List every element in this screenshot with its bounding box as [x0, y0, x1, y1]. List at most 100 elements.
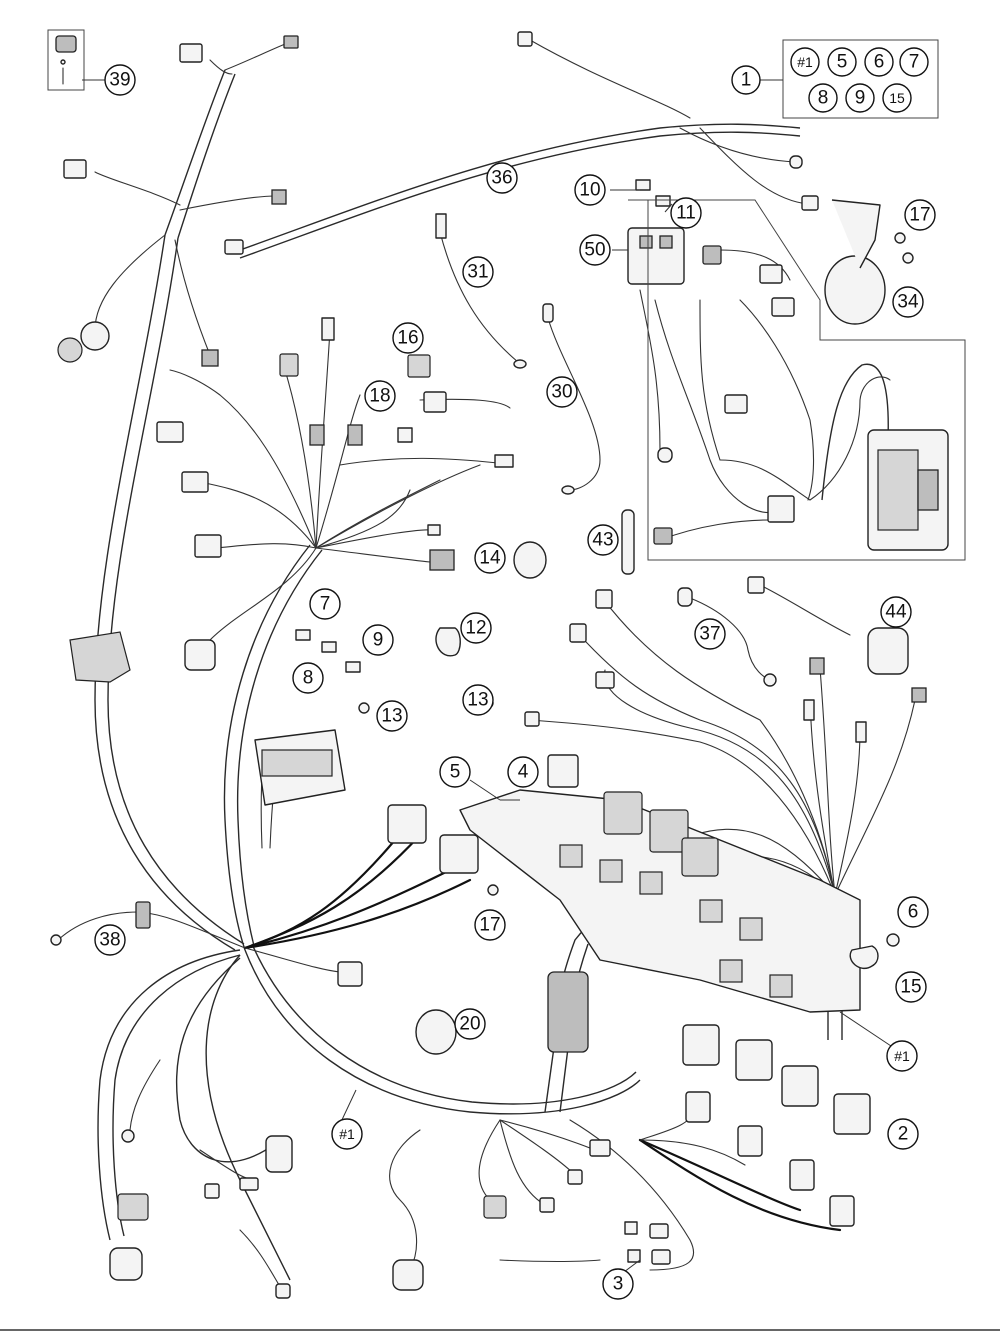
- connector-right-2: [649, 809, 689, 853]
- svg-text:34: 34: [897, 292, 919, 313]
- relay-d: [833, 1093, 871, 1135]
- callout-13-right: 13: [462, 684, 494, 716]
- svg-text:20: 20: [459, 1014, 480, 1035]
- kit-item-7: 7: [899, 47, 929, 77]
- callout-39: 39: [104, 64, 136, 96]
- svg-text:6: 6: [908, 902, 919, 923]
- kit-item-6: 6: [864, 47, 894, 77]
- svg-text:50: 50: [584, 240, 605, 261]
- svg-text:30: 30: [551, 382, 572, 403]
- kit-item-9: 9: [845, 83, 875, 113]
- svg-text:14: 14: [479, 548, 501, 569]
- svg-text:38: 38: [99, 930, 120, 951]
- kit-item-5: 5: [827, 47, 857, 77]
- svg-text:7: 7: [320, 594, 331, 615]
- kit-box: [760, 39, 939, 119]
- svg-text:8: 8: [818, 88, 829, 109]
- relay-c: [781, 1065, 819, 1107]
- svg-text:5: 5: [837, 52, 848, 73]
- kit-item-8: 8: [808, 83, 838, 113]
- svg-text:1: 1: [741, 70, 752, 91]
- relay-4: [547, 754, 579, 788]
- callout-8: 8: [292, 662, 324, 694]
- svg-text:4: 4: [518, 762, 529, 783]
- callout-h1-right: #1: [886, 1040, 918, 1072]
- connector-top-left: [179, 43, 203, 63]
- svg-text:3: 3: [613, 1274, 624, 1295]
- svg-text:18: 18: [369, 386, 390, 407]
- svg-text:13: 13: [381, 706, 402, 727]
- callout-9: 9: [362, 624, 394, 656]
- callout-10: 10: [574, 174, 606, 206]
- callout-11: 11: [670, 197, 702, 229]
- parts: [47, 29, 949, 1299]
- svg-text:5: 5: [450, 762, 461, 783]
- connector-bottom-center: [392, 1259, 424, 1291]
- svg-text:37: 37: [699, 624, 720, 645]
- callout-5: 5: [439, 756, 471, 788]
- callout-34: 34: [892, 286, 924, 318]
- connector-center-1: [387, 804, 427, 844]
- connector-right-3: [681, 837, 719, 877]
- callout-16: 16: [392, 322, 424, 354]
- callout-2: 2: [887, 1118, 919, 1150]
- callout-4: 4: [507, 756, 539, 788]
- connector-center-2: [439, 834, 479, 874]
- horn-34: [824, 255, 886, 325]
- relay-a: [682, 1024, 720, 1066]
- callout-12: 12: [460, 612, 492, 644]
- fuse-box-50: [627, 227, 685, 285]
- callout-30: 30: [546, 376, 578, 408]
- kit-item-h1: #1: [790, 47, 820, 77]
- kit-item-15: 15: [882, 83, 912, 113]
- svg-text:2: 2: [898, 1124, 909, 1145]
- callout-6: 6: [897, 896, 929, 928]
- svg-text:12: 12: [465, 618, 486, 639]
- svg-text:43: 43: [592, 530, 613, 551]
- svg-text:16: 16: [397, 328, 418, 349]
- svg-text:8: 8: [303, 668, 314, 689]
- callout-44: 44: [880, 596, 912, 628]
- relay-b: [735, 1039, 773, 1081]
- svg-text:31: 31: [467, 262, 488, 283]
- svg-text:39: 39: [109, 70, 130, 91]
- svg-text:11: 11: [676, 203, 696, 224]
- callout-31: 31: [462, 256, 494, 288]
- callout-20: 20: [454, 1008, 486, 1040]
- svg-text:17: 17: [479, 915, 500, 936]
- svg-text:7: 7: [909, 52, 920, 73]
- svg-text:44: 44: [885, 602, 907, 623]
- svg-text:15: 15: [889, 90, 905, 106]
- callout-43: 43: [587, 524, 619, 556]
- leader-lines: [82, 79, 901, 1276]
- callout-1: 1: [731, 65, 761, 95]
- svg-text:15: 15: [900, 977, 921, 998]
- callout-50: 50: [579, 234, 611, 266]
- svg-text:#1: #1: [894, 1048, 910, 1064]
- sensor-part-39: [55, 35, 77, 53]
- svg-text:13: 13: [467, 690, 488, 711]
- callout-36: 36: [486, 162, 518, 194]
- callout-37: 37: [694, 618, 726, 650]
- callout-7: 7: [309, 588, 341, 620]
- round-sensor-left: [80, 321, 110, 351]
- svg-text:#1: #1: [339, 1126, 355, 1142]
- callout-h1-bottom: #1: [331, 1118, 363, 1150]
- callout-18: 18: [364, 380, 396, 412]
- main-harness: [94, 69, 843, 1281]
- callout-17-bottom: 17: [474, 909, 506, 941]
- callout-17-top: 17: [904, 199, 936, 231]
- svg-text:6: 6: [874, 52, 885, 73]
- svg-text:#1: #1: [797, 54, 813, 70]
- connector-44: [867, 627, 909, 675]
- callout-13-left: 13: [376, 700, 408, 732]
- svg-text:17: 17: [909, 205, 930, 226]
- callout-3: 3: [602, 1268, 634, 1300]
- wires: [57, 39, 916, 1291]
- callout-15: 15: [895, 971, 927, 1003]
- svg-text:36: 36: [491, 168, 512, 189]
- callout-38: 38: [94, 924, 126, 956]
- svg-text:9: 9: [373, 630, 384, 651]
- bracket-43: [621, 509, 635, 575]
